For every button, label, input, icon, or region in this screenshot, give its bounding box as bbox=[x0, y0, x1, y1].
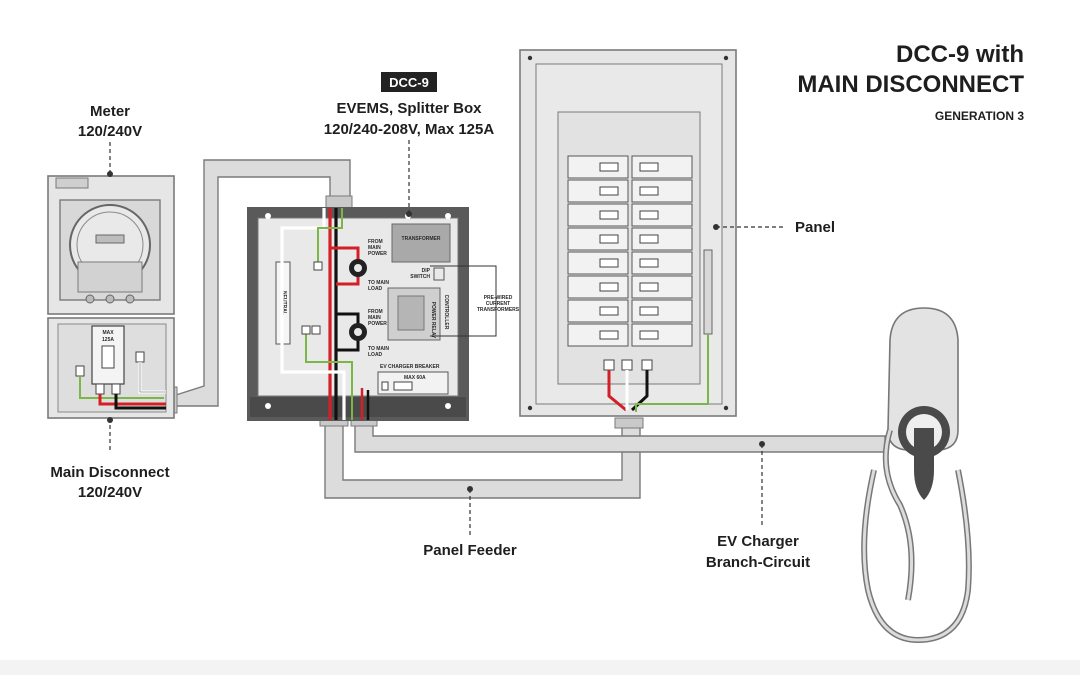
panel-feeder-label: Panel Feeder bbox=[423, 542, 517, 559]
panel-breaker[interactable] bbox=[567, 227, 629, 251]
panel-breaker[interactable] bbox=[567, 203, 629, 227]
controller-label: CONTROLLER bbox=[443, 295, 449, 330]
dcc9-box: NEUTRAL TRANSFORMER CONTROLLER POWER REL… bbox=[247, 207, 469, 421]
dip-switch-label-b: SWITCH bbox=[410, 274, 430, 280]
dip-switch[interactable] bbox=[433, 267, 445, 281]
electrical-panel bbox=[519, 49, 737, 417]
dcc9-badge-text: DCC-9 bbox=[389, 75, 429, 90]
ct2-from-label-b: MAIN bbox=[368, 315, 381, 321]
panel-breaker-handle[interactable] bbox=[599, 210, 619, 220]
subtitle: GENERATION 3 bbox=[935, 109, 1024, 123]
disconnect-label-2: 120/240V bbox=[78, 484, 142, 501]
dcc9-label-2: 120/240-208V, Max 125A bbox=[324, 121, 495, 138]
panel-breaker-handle[interactable] bbox=[639, 330, 659, 340]
panel-breaker[interactable] bbox=[631, 323, 693, 347]
panel-breaker-handle[interactable] bbox=[639, 234, 659, 244]
meter-label-1: Meter bbox=[90, 103, 130, 120]
panel-fitting bbox=[614, 417, 644, 429]
meter-label-2: 120/240V bbox=[78, 123, 142, 140]
panel-breaker-handle[interactable] bbox=[639, 186, 659, 196]
panel-breaker-handle[interactable] bbox=[599, 258, 619, 268]
main-disconnect-unit: MAX 125A bbox=[47, 317, 175, 419]
panel-label: Panel bbox=[795, 219, 835, 236]
service-fitting bbox=[325, 195, 353, 209]
meter-unit bbox=[47, 175, 175, 315]
ev-cable bbox=[861, 469, 972, 644]
ev-charger bbox=[861, 307, 972, 644]
meter-display bbox=[95, 234, 125, 244]
transformer bbox=[391, 223, 451, 263]
dcc9-bottom-rail bbox=[250, 397, 466, 417]
panel-breaker-handle[interactable] bbox=[639, 210, 659, 220]
panel-breaker-handle[interactable] bbox=[639, 162, 659, 172]
panel-breaker[interactable] bbox=[631, 155, 693, 179]
panel-breaker-handle[interactable] bbox=[639, 258, 659, 268]
ev-branch-label-2: Branch-Circuit bbox=[706, 554, 810, 571]
footer-band bbox=[0, 660, 1080, 675]
panel-breaker-handle[interactable] bbox=[599, 162, 619, 172]
ct-callout-line1: PRE-WIRED bbox=[484, 295, 513, 301]
ct-callout-line3: TRANSFORMERS bbox=[477, 307, 520, 313]
panel-breaker[interactable] bbox=[631, 275, 693, 299]
ct1-from-label-a: FROM bbox=[368, 239, 383, 245]
ct-callout-line2: CURRENT bbox=[486, 301, 510, 307]
ev-connector-handle[interactable] bbox=[914, 428, 934, 500]
meter-vent bbox=[55, 177, 89, 189]
ct-callout: PRE-WIRED CURRENT TRANSFORMERS bbox=[430, 265, 520, 337]
dcc9-badge bbox=[381, 72, 437, 92]
power-relay-label: POWER RELAY bbox=[430, 302, 436, 339]
ct2-from-label-c: POWER bbox=[368, 321, 387, 327]
panel-breaker-handle[interactable] bbox=[599, 234, 619, 244]
title-line1: DCC-9 with bbox=[896, 41, 1024, 68]
ev-breaker-max: MAX 60A bbox=[404, 375, 426, 381]
panel-breaker[interactable] bbox=[567, 299, 629, 323]
panel-breaker-handle[interactable] bbox=[599, 306, 619, 316]
neutral-label: NEUTRAL bbox=[281, 291, 287, 315]
ev-breaker-title: EV CHARGER BREAKER bbox=[380, 364, 440, 370]
panel-breaker-handle[interactable] bbox=[599, 330, 619, 340]
dcc9-label-1: EVEMS, Splitter Box bbox=[336, 100, 482, 117]
panel-breaker[interactable] bbox=[567, 251, 629, 275]
ct1-from-label-c: POWER bbox=[368, 251, 387, 257]
ct1-to-label-a: TO MAIN bbox=[368, 280, 389, 286]
main-breaker-amps: 125A bbox=[102, 337, 114, 343]
panel-breaker[interactable] bbox=[631, 299, 693, 323]
panel-breakers bbox=[567, 155, 693, 347]
ev-breaker-handle[interactable] bbox=[393, 381, 413, 391]
dip-switch-label-a: DIP bbox=[422, 268, 431, 274]
ground-bar bbox=[703, 249, 713, 335]
ct2-to-label-a: TO MAIN bbox=[368, 346, 389, 352]
disconnect-label-1: Main Disconnect bbox=[50, 464, 169, 481]
panel-breaker[interactable] bbox=[631, 251, 693, 275]
ct1-from-label-b: MAIN bbox=[368, 245, 381, 251]
transformer-label: TRANSFORMER bbox=[402, 236, 441, 242]
panel-breaker[interactable] bbox=[631, 227, 693, 251]
title-block: DCC-9 with MAIN DISCONNECT GENERATION 3 bbox=[797, 41, 1024, 123]
panel-breaker[interactable] bbox=[631, 203, 693, 227]
dcc9-title: DCC-9 EVEMS, Splitter Box 120/240-208V, … bbox=[324, 72, 495, 217]
meter-base bbox=[77, 261, 143, 293]
panel-breaker-handle[interactable] bbox=[599, 282, 619, 292]
ct2-to-label-b: LOAD bbox=[368, 352, 383, 358]
title-line2: MAIN DISCONNECT bbox=[797, 71, 1024, 98]
ct1-to-label-b: LOAD bbox=[368, 286, 383, 292]
panel-breaker[interactable] bbox=[631, 179, 693, 203]
panel-breaker[interactable] bbox=[567, 323, 629, 347]
main-breaker-handle[interactable] bbox=[101, 345, 115, 369]
main-breaker-max: MAX bbox=[102, 330, 114, 336]
panel-breaker-handle[interactable] bbox=[639, 306, 659, 316]
panel-breaker[interactable] bbox=[567, 155, 629, 179]
panel-breaker-handle[interactable] bbox=[639, 282, 659, 292]
panel-breaker-handle[interactable] bbox=[599, 186, 619, 196]
panel-breaker[interactable] bbox=[567, 179, 629, 203]
ct2-from-label-a: FROM bbox=[368, 309, 383, 315]
ev-branch-label-1: EV Charger bbox=[717, 533, 799, 550]
panel-breaker[interactable] bbox=[567, 275, 629, 299]
